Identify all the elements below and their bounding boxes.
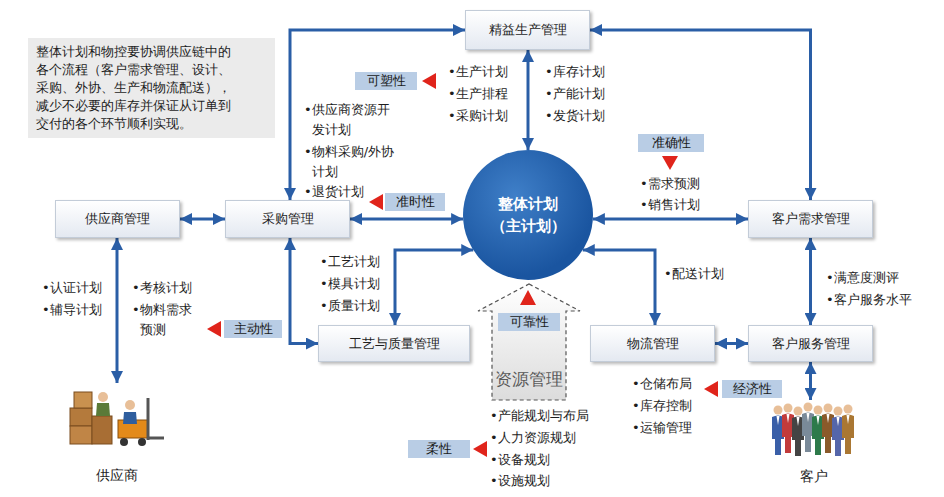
- tag-text: 可靠性: [510, 313, 549, 331]
- process-box: 采购管理: [225, 200, 350, 238]
- plan-item: •产能规划与布局: [490, 406, 589, 426]
- plan-item: •物料需求 预测: [132, 300, 204, 340]
- flow-connector: [290, 238, 318, 344]
- plan-item: •考核计划: [132, 278, 192, 298]
- node-text: 物流管理: [627, 335, 679, 353]
- plan-item: •人力资源规划: [490, 428, 576, 448]
- attribute-tag: 可靠性: [498, 313, 560, 331]
- supplier-illustration: [70, 392, 164, 446]
- plan-item: •模具计划: [320, 274, 380, 294]
- node-text: 整体计划和物控要协调供应链中的 各个流程（客户需求管理、设计、 采购、外协、生产…: [36, 43, 267, 133]
- flow-connector: [395, 250, 473, 325]
- plan-item: •辅导计划: [42, 300, 102, 320]
- node-text: （主计划）: [491, 215, 566, 237]
- flow-connector: [590, 30, 811, 200]
- plan-item: •生产排程: [448, 84, 508, 104]
- attribute-tag: 主动性: [224, 320, 282, 338]
- pointer-triangle: [662, 156, 678, 170]
- party-figure: 供应商: [62, 383, 172, 487]
- plan-item: •销售计划: [640, 195, 700, 215]
- node-text: 供应商管理: [85, 210, 150, 228]
- plan-item: •产能计划: [545, 84, 605, 104]
- flow-connector: [180, 218, 225, 221]
- pointer-triangle: [422, 73, 436, 89]
- plan-item: •满意度测评: [826, 268, 899, 288]
- process-box: 客户需求管理: [748, 200, 873, 238]
- plan-item: •客户服务水平: [826, 290, 912, 310]
- pointer-triangle: [207, 321, 221, 337]
- note-box: 整体计划和物控要协调供应链中的 各个流程（客户需求管理、设计、 采购、外协、生产…: [28, 38, 275, 138]
- node-text: 客户: [800, 468, 828, 486]
- process-box: 客户服务管理: [748, 325, 873, 362]
- tag-text: 柔性: [426, 440, 452, 458]
- tag-text: 可塑性: [367, 72, 406, 90]
- node-text: 客户服务管理: [772, 335, 850, 353]
- pointer-triangle: [520, 290, 536, 305]
- plan-item: •库存计划: [545, 62, 605, 82]
- process-box: 供应商管理: [55, 200, 180, 238]
- process-box: 物流管理: [590, 325, 715, 362]
- tag-text: 主动性: [234, 320, 273, 338]
- plan-item: •库存控制: [632, 396, 692, 416]
- process-box: 精益生产管理: [465, 10, 590, 50]
- node-text: 客户需求管理: [772, 210, 850, 228]
- node-text: 资源管理: [495, 368, 563, 391]
- flow-connector: [715, 342, 748, 345]
- attribute-tag: 可塑性: [355, 72, 417, 90]
- attribute-tag: 柔性: [408, 440, 470, 458]
- pointer-triangle: [369, 194, 383, 210]
- plan-item: •需求预测: [640, 174, 700, 194]
- resource-arrow-shape: [478, 284, 580, 400]
- flow-connector: [290, 30, 465, 200]
- pointer-triangle: [704, 381, 718, 397]
- plan-item: •质量计划: [320, 296, 380, 316]
- plan-item: •仓储布局: [632, 374, 692, 394]
- flow-connector: [809, 362, 812, 400]
- flow-connector: [527, 50, 530, 150]
- flow-connector: [350, 218, 463, 221]
- node-text: 整体计划: [498, 193, 558, 215]
- plan-item: •生产计划: [448, 62, 508, 82]
- customers-illustration: [772, 403, 854, 457]
- plan-item: •发货计划: [545, 106, 605, 126]
- tag-text: 经济性: [733, 380, 772, 398]
- flow-connector: [583, 250, 655, 325]
- flow-connector: [116, 238, 119, 383]
- attribute-tag: 准时性: [385, 193, 445, 211]
- plan-item: •工艺计划: [320, 252, 380, 272]
- node-text: 供应商: [96, 467, 138, 485]
- master-plan-circle: 整体计划（主计划）: [463, 150, 593, 280]
- node-text: 工艺与质量管理: [349, 335, 440, 353]
- node-text: 精益生产管理: [489, 21, 567, 39]
- process-box: 工艺与质量管理: [318, 325, 470, 362]
- plan-item: •供应商资源开 发计划: [304, 100, 414, 140]
- plan-item: •配送计划: [664, 264, 724, 284]
- plan-item: •认证计划: [42, 278, 102, 298]
- flow-connector: [593, 218, 748, 221]
- attribute-tag: 经济性: [722, 380, 782, 398]
- plan-item: •采购计划: [448, 106, 508, 126]
- attribute-tag: 准确性: [638, 134, 704, 152]
- resource-arrow: 资源管理可靠性: [476, 283, 582, 401]
- plan-item: •设施规划: [490, 471, 550, 491]
- tag-text: 准时性: [396, 193, 435, 211]
- plan-item: •设备规划: [490, 450, 550, 470]
- flow-connector: [809, 238, 812, 325]
- tag-text: 准确性: [652, 134, 691, 152]
- plan-item: •物料采购/外协 计划: [304, 142, 414, 182]
- plan-item: •运输管理: [632, 418, 692, 438]
- party-figure: 客户: [766, 400, 862, 488]
- pointer-triangle: [473, 441, 487, 457]
- plan-item: •退货计划: [304, 182, 364, 202]
- node-text: 采购管理: [262, 210, 314, 228]
